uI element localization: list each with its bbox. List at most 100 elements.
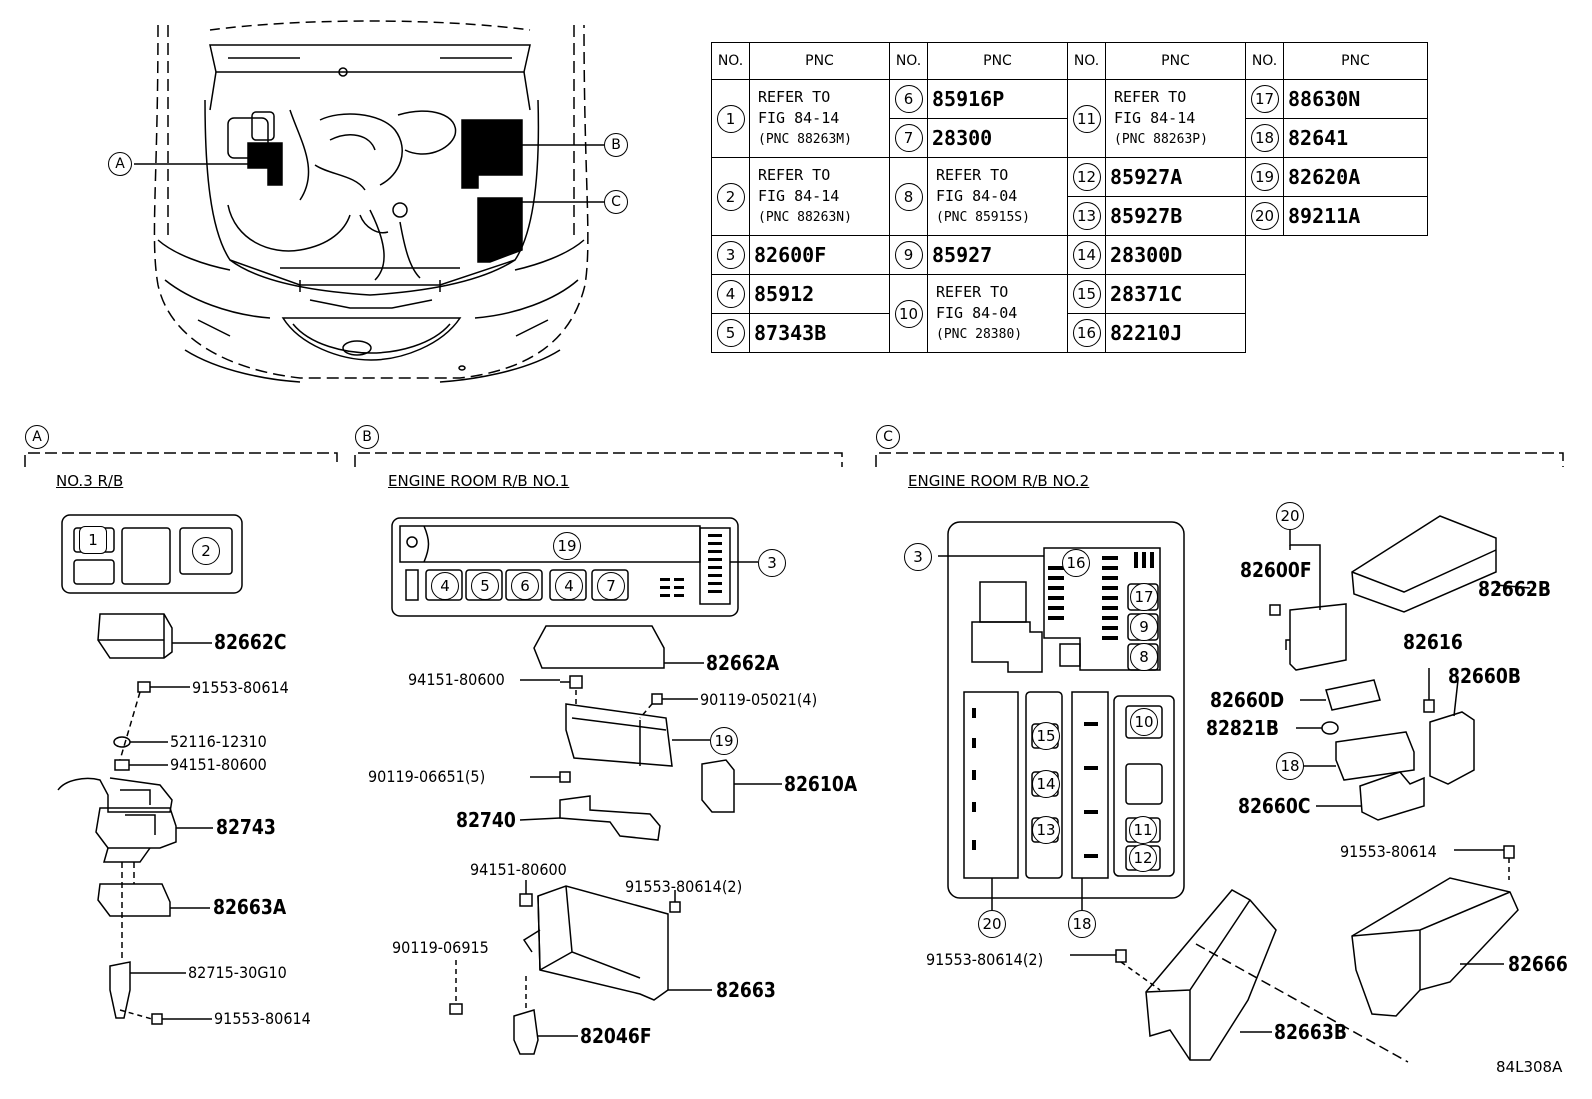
part-label: 82616 <box>1403 630 1463 654</box>
table-cell-no: 5 <box>711 313 750 353</box>
part-label: 82660D <box>1210 688 1285 712</box>
table-cell-no: 8 <box>889 157 928 236</box>
box-number-badge: 14 <box>1032 770 1060 798</box>
part-label: 52116-12310 <box>170 732 267 751</box>
item-number-badge: 1 <box>716 104 745 133</box>
part-label: 91553-80614 <box>192 678 289 697</box>
part-label: 94151-80600 <box>170 755 267 774</box>
section-c-letter: C <box>876 425 900 449</box>
table-cell-pnc: 87343B <box>749 313 890 353</box>
table-cell-no: 16 <box>1067 313 1106 353</box>
ref-line: FIG 84-04 <box>936 304 1018 322</box>
ref-line: REFER TO <box>936 166 1009 184</box>
ref-line: FIG 84-14 <box>1114 109 1196 127</box>
table-cell-no: 3 <box>711 235 750 275</box>
part-label: 82600F <box>1240 558 1312 582</box>
item-number-badge: 7 <box>894 124 923 152</box>
table-cell-ref: REFER TO FIG 84-04 (PNC 85915S) <box>927 157 1068 236</box>
part-label: 90119-05021(4) <box>700 690 818 709</box>
item-number-badge: 10 <box>894 299 923 328</box>
table-cell-pnc: 82210J <box>1105 313 1246 353</box>
item-number-badge: 9 <box>894 241 923 269</box>
box-number-badge: 13 <box>1032 816 1060 844</box>
part-label: 91553-80614 <box>214 1009 311 1028</box>
bracket-82666-shape <box>1351 877 1519 1017</box>
vehicle-engine-bay-illustration <box>153 20 589 383</box>
part-label: 82610A <box>784 772 858 796</box>
table-cell-no: 9 <box>889 235 928 275</box>
header-no: NO. <box>1067 42 1106 80</box>
ref-line: FIG 84-14 <box>758 109 840 127</box>
header-pnc: PNC <box>927 42 1068 80</box>
table-cell-pnc: 85916P <box>927 79 1068 119</box>
table-cell-no: 12 <box>1067 157 1106 197</box>
table-header-row: NO. PNC NO. PNC NO. PNC NO. PNC <box>711 42 1428 80</box>
box-number-badge: 17 <box>1130 583 1158 611</box>
ref-line: REFER TO <box>758 166 831 184</box>
item-number-badge: 18 <box>1250 124 1279 152</box>
item-number-badge: 6 <box>894 85 923 113</box>
bracket-82743-shape <box>57 777 173 813</box>
box-number-badge: 10 <box>1130 708 1158 736</box>
part-label: 82663 <box>716 978 776 1002</box>
section-a-letter: A <box>25 425 49 449</box>
part-label: 82821B <box>1206 716 1279 740</box>
part-label: 82660C <box>1238 794 1311 818</box>
table-cell-pnc: 85927A <box>1105 157 1246 197</box>
box-number-badge: 8 <box>1130 643 1158 671</box>
callout-a-marker: A <box>108 152 132 176</box>
table-cell-no: 14 <box>1067 235 1106 275</box>
table-cell-pnc: 82620A <box>1283 157 1428 197</box>
box-number-badge: 4 <box>431 572 459 600</box>
table-row: 3 82600F 9 85927 14 28300D <box>711 235 1428 275</box>
box-number-badge: 5 <box>471 572 499 600</box>
box-number-badge: 15 <box>1032 722 1060 750</box>
relay-block-b-marker <box>461 119 523 189</box>
box-number-badge: 3 <box>904 543 932 571</box>
item-number-badge: 14 <box>1072 241 1101 269</box>
table-cell-pnc: 28300 <box>927 118 1068 158</box>
box-number-badge: 18 <box>1276 752 1304 780</box>
pnc-reference-table: NO. PNC NO. PNC NO. PNC NO. PNC 1 REFER … <box>711 42 1428 353</box>
relay-block-c-marker <box>477 197 523 263</box>
item-number-badge: 20 <box>1250 202 1279 230</box>
part-label: 94151-80600 <box>408 670 505 689</box>
part-label: 91553-80614 <box>1340 842 1437 861</box>
figure-code: 84L308A <box>1496 1058 1563 1076</box>
box-number-badge: 9 <box>1130 613 1158 641</box>
item-number-badge: 4 <box>716 280 745 308</box>
box-number-badge: 7 <box>597 572 625 600</box>
table-cell-pnc: 85927B <box>1105 196 1246 236</box>
part-label: 82660B <box>1448 664 1521 688</box>
box-number-badge: 20 <box>1276 502 1304 530</box>
table-cell-pnc: 82641 <box>1283 118 1428 158</box>
item-number-badge: 12 <box>1072 163 1101 191</box>
header-pnc: PNC <box>749 42 890 80</box>
header-pnc: PNC <box>1283 42 1428 80</box>
item-number-badge: 16 <box>1072 319 1101 347</box>
header-no: NO. <box>889 42 928 80</box>
box-number-badge: 12 <box>1129 844 1157 872</box>
part-label: 82663B <box>1274 1020 1347 1044</box>
item-number-badge: 15 <box>1072 280 1101 308</box>
part-label: 82740 <box>456 808 516 832</box>
ref-line: REFER TO <box>1114 88 1187 106</box>
table-cell-no: 7 <box>889 118 928 158</box>
ref-line: FIG 84-04 <box>936 187 1018 205</box>
table-cell-pnc: 82600F <box>749 235 890 275</box>
ref-line: (PNC 88263N) <box>758 210 852 225</box>
box-number-badge: 11 <box>1129 816 1157 844</box>
box-number-badge: 4 <box>555 572 583 600</box>
item-number-badge: 11 <box>1072 104 1101 133</box>
item-number-badge: 8 <box>894 182 923 211</box>
table-cell-no: 20 <box>1245 196 1284 236</box>
ref-line: (PNC 85915S) <box>936 210 1030 225</box>
box-number-badge: 2 <box>192 537 220 565</box>
part-label: 82666 <box>1508 952 1568 976</box>
table-row: 5 87343B 16 82210J <box>711 313 1428 353</box>
box-number-badge: 19 <box>553 532 581 560</box>
part-label: 90119-06915 <box>392 938 489 957</box>
table-cell-no: 13 <box>1067 196 1106 236</box>
table-cell-no: 6 <box>889 79 928 119</box>
